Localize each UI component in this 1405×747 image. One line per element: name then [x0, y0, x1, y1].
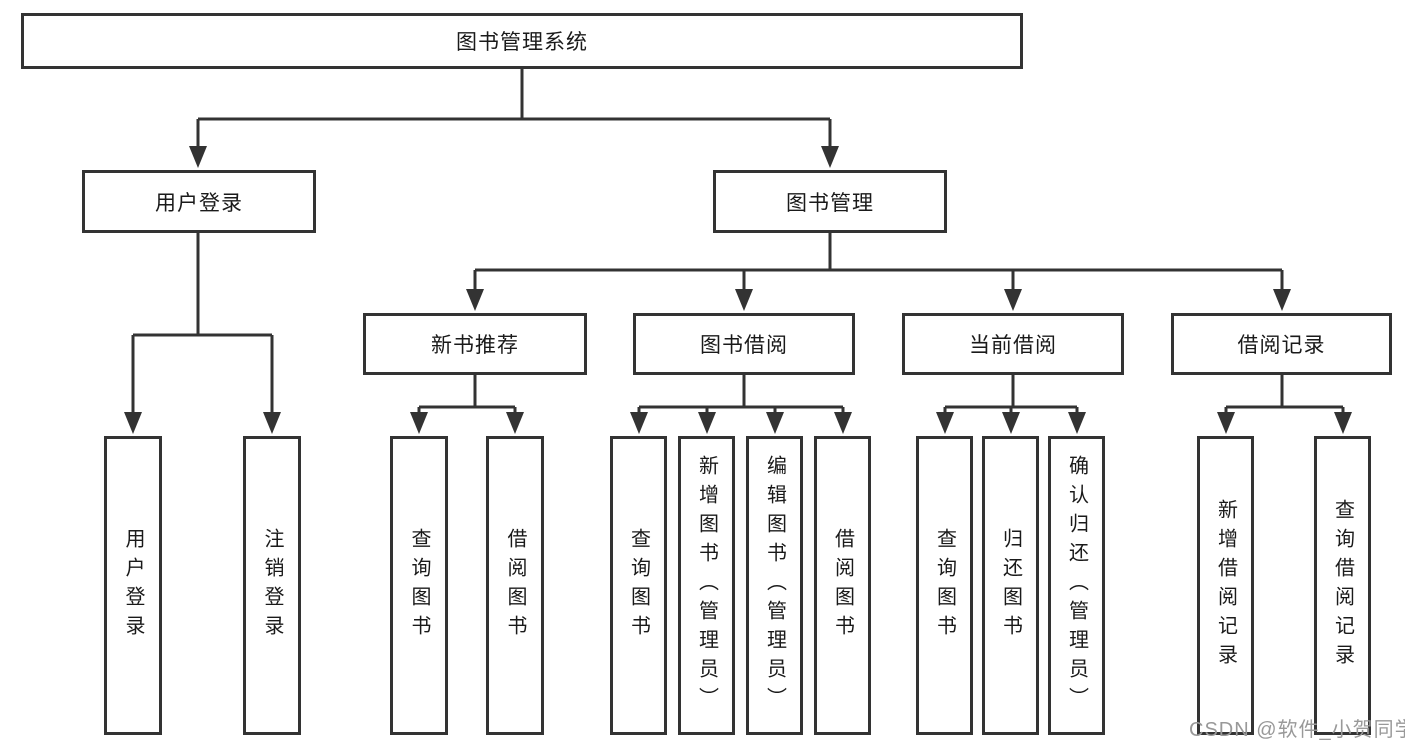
connector-borrow-record-children: [1217, 375, 1352, 434]
node-leaf-current-query: 查询图书: [916, 436, 973, 735]
leaf-label: 借阅图书: [504, 527, 526, 644]
leaf-label: 查询图书: [933, 527, 956, 644]
leaf-label: 注销登录: [261, 527, 283, 644]
arrowhead-down-icon: [1002, 412, 1020, 434]
arrowhead-down-icon: [1004, 289, 1022, 311]
node-book-management-label: 图书管理: [786, 191, 874, 215]
arrowhead-down-icon: [1273, 289, 1291, 311]
arrowhead-down-icon: [1068, 412, 1086, 434]
connector-line: [131, 233, 274, 416]
leaf-label: 查询图书: [627, 527, 650, 644]
arrowhead-down-icon: [834, 412, 852, 434]
node-book-borrow-label: 图书借阅: [700, 334, 788, 357]
leaf-label: 新增图书（管理员）: [695, 455, 718, 716]
arrowhead-down-icon: [735, 289, 753, 311]
connector-line: [1224, 375, 1345, 416]
connector-line: [473, 233, 1284, 293]
leaf-label: 查询图书: [408, 527, 430, 644]
node-leaf-borrow-add: 新增图书（管理员）: [678, 436, 735, 735]
connector-line: [943, 375, 1079, 416]
connector-line: [417, 375, 517, 416]
arrowhead-down-icon: [410, 412, 428, 434]
connector-user-login-children: [124, 233, 281, 434]
connector-line: [637, 375, 845, 416]
arrowhead-down-icon: [189, 146, 207, 168]
node-leaf-borrow-edit: 编辑图书（管理员）: [746, 436, 803, 735]
leaf-label: 确认归还（管理员）: [1065, 455, 1088, 716]
arrowhead-down-icon: [698, 412, 716, 434]
arrowhead-down-icon: [1334, 412, 1352, 434]
connector-book-borrow-children: [630, 375, 852, 434]
arrowhead-down-icon: [766, 412, 784, 434]
node-leaf-borrow-borrow: 借阅图书: [814, 436, 871, 735]
node-leaf-record-query: 查询借阅记录: [1314, 436, 1371, 735]
arrowhead-down-icon: [263, 412, 281, 434]
node-leaf-borrow-query: 查询图书: [610, 436, 667, 735]
node-user-login-label: 用户登录: [155, 191, 243, 215]
node-book-borrow: 图书借阅: [633, 313, 855, 375]
connector-line: [196, 69, 832, 150]
arrowhead-down-icon: [936, 412, 954, 434]
node-leaf-current-confirm: 确认归还（管理员）: [1048, 436, 1105, 735]
leaf-label: 归还图书: [999, 527, 1022, 644]
arrowhead-down-icon: [821, 146, 839, 168]
node-current-borrow-label: 当前借阅: [969, 334, 1057, 357]
arrowhead-down-icon: [506, 412, 524, 434]
node-leaf-newbook-query: 查询图书: [390, 436, 448, 735]
leaf-label: 借阅图书: [831, 527, 854, 644]
node-leaf-record-add: 新增借阅记录: [1197, 436, 1254, 735]
node-book-management: 图书管理: [713, 170, 947, 233]
watermark: CSDN @软件_小贺同学: [1189, 719, 1405, 741]
node-new-book-recommend-label: 新书推荐: [431, 334, 519, 357]
leaf-label: 查询借阅记录: [1331, 498, 1354, 673]
connector-book-management-children: [466, 233, 1291, 311]
arrowhead-down-icon: [466, 289, 484, 311]
node-borrow-record-label: 借阅记录: [1237, 334, 1326, 357]
node-leaf-logout: 注销登录: [243, 436, 301, 735]
arrowhead-down-icon: [630, 412, 648, 434]
node-user-login: 用户登录: [82, 170, 316, 233]
node-borrow-record: 借阅记录: [1171, 313, 1392, 375]
node-leaf-newbook-borrow: 借阅图书: [486, 436, 544, 735]
node-leaf-user-login: 用户登录: [104, 436, 162, 735]
node-current-borrow: 当前借阅: [902, 313, 1124, 375]
node-new-book-recommend: 新书推荐: [363, 313, 587, 375]
node-root-label: 图书管理系统: [456, 31, 588, 54]
arrowhead-down-icon: [1217, 412, 1235, 434]
leaf-label: 编辑图书（管理员）: [763, 455, 786, 716]
leaf-label: 新增借阅记录: [1214, 498, 1237, 673]
connector-root-children: [189, 69, 839, 168]
leaf-label: 用户登录: [122, 527, 144, 644]
node-root: 图书管理系统: [21, 13, 1023, 69]
connector-current-borrow-children: [936, 375, 1086, 434]
node-leaf-current-return: 归还图书: [982, 436, 1039, 735]
connector-new-book-children: [410, 375, 524, 434]
arrowhead-down-icon: [124, 412, 142, 434]
